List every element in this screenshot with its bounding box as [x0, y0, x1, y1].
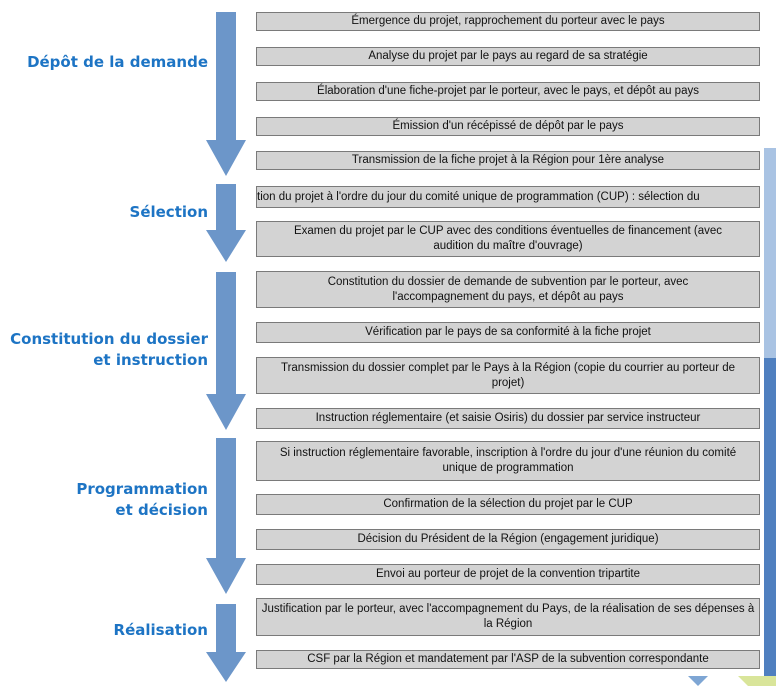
- step-box: Analyse du projet par le pays au regard …: [256, 47, 760, 66]
- stage-arrow-realisation: [206, 604, 246, 682]
- stage-label-line: Sélection: [129, 203, 208, 221]
- step-box: Instruction réglementaire (et saisie Osi…: [256, 408, 760, 429]
- step-box: tion du projet à l'ordre du jour du comi…: [256, 186, 760, 208]
- stage-label-line: et instruction: [93, 351, 208, 369]
- decorative-chevron-icon: [688, 676, 776, 686]
- down-arrow-icon: [206, 184, 246, 262]
- stage-label-selection: Sélection: [130, 202, 208, 223]
- stage-arrow-programmation: [206, 438, 246, 594]
- down-arrow-icon: [206, 12, 246, 176]
- stage-arrow-constitution: [206, 272, 246, 430]
- stage-label-line: Dépôt de la demande: [27, 53, 208, 71]
- step-box: Si instruction réglementaire favorable, …: [256, 441, 760, 481]
- side-bar-light: [764, 148, 776, 358]
- step-box: Émergence du projet, rapprochement du po…: [256, 12, 760, 31]
- stage-label-constitution: Constitution du dossier et instruction: [10, 329, 208, 371]
- down-arrow-icon: [206, 272, 246, 430]
- side-bar-dark: [764, 358, 776, 676]
- stage-label-line: Programmation: [76, 480, 208, 498]
- step-box: Envoi au porteur de projet de la convent…: [256, 564, 760, 585]
- stage-label-line: et décision: [115, 501, 208, 519]
- step-box: Confirmation de la sélection du projet p…: [256, 494, 760, 515]
- step-box: Vérification par le pays de sa conformit…: [256, 322, 760, 343]
- stage-label-line: Réalisation: [113, 621, 208, 639]
- step-box: Élaboration d'une fiche-projet par le po…: [256, 82, 760, 101]
- stage-label-realisation: Réalisation: [114, 620, 208, 641]
- step-box: Examen du projet par le CUP avec des con…: [256, 221, 760, 257]
- stage-label-depot: Dépôt de la demande: [27, 52, 208, 73]
- stage-label-line: Constitution du dossier: [10, 330, 208, 348]
- step-box: Émission d'un récépissé de dépôt par le …: [256, 117, 760, 136]
- stage-label-programmation: Programmation et décision: [76, 479, 208, 521]
- down-arrow-icon: [206, 438, 246, 594]
- step-box: CSF par la Région et mandatement par l'A…: [256, 650, 760, 669]
- stage-arrow-selection: [206, 184, 246, 262]
- step-box: Transmission de la fiche projet à la Rég…: [256, 151, 760, 170]
- step-box: Constitution du dossier de demande de su…: [256, 271, 760, 308]
- step-box: Transmission du dossier complet par le P…: [256, 357, 760, 394]
- stage-arrow-depot: [206, 12, 246, 176]
- step-box: Justification par le porteur, avec l'acc…: [256, 598, 760, 636]
- down-arrow-icon: [206, 604, 246, 682]
- step-box: Décision du Président de la Région (enga…: [256, 529, 760, 550]
